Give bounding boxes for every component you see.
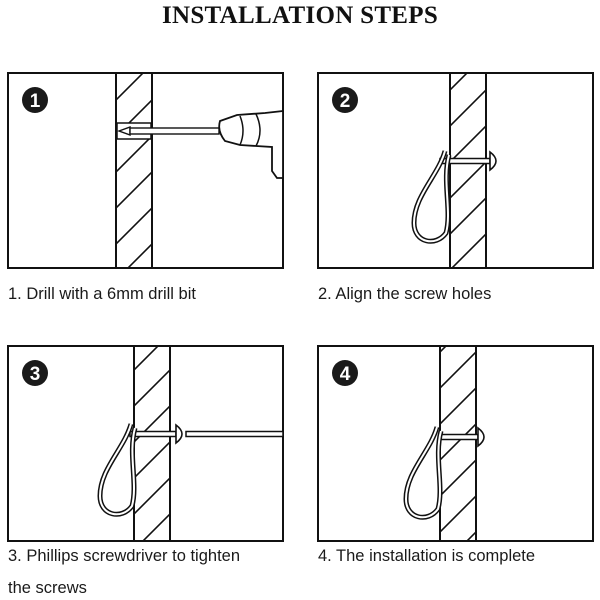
step-number: 1 xyxy=(30,91,41,112)
step-number: 3 xyxy=(30,364,41,385)
step-2-caption: 2. Align the screw holes xyxy=(318,285,492,303)
drill-chuck-lines xyxy=(239,113,261,147)
drill-bit xyxy=(129,127,220,135)
wall-section xyxy=(133,345,171,542)
wall-section xyxy=(115,72,153,269)
screw-head xyxy=(477,426,485,448)
step-number-badge xyxy=(332,360,358,386)
screw-head xyxy=(489,150,497,172)
drill-body xyxy=(218,109,284,179)
screw-head xyxy=(175,423,183,445)
step-number-badge xyxy=(332,87,358,113)
step-3-caption: 3. Phillips screwdriver to tighten xyxy=(8,547,241,565)
screwdriver-shaft xyxy=(185,430,284,438)
step-1-panel: 1 xyxy=(7,72,284,269)
screw-shaft xyxy=(439,433,479,441)
step-number-badge xyxy=(22,87,48,113)
step-number: 4 xyxy=(340,364,351,385)
page-title: INSTALLATION STEPS xyxy=(161,2,439,29)
screw-shaft xyxy=(129,430,177,438)
wall-section xyxy=(439,345,477,542)
step-number: 2 xyxy=(340,91,351,112)
step-4-panel: 4 xyxy=(317,345,594,542)
step-3-panel: 3 xyxy=(7,345,284,542)
step-2-panel: 2 xyxy=(317,72,594,269)
wall-section xyxy=(449,72,487,269)
step-4-caption: 4. The installation is complete xyxy=(318,547,536,565)
step-1-caption: 1. Drill with a 6mm drill bit xyxy=(8,285,196,303)
step-3-caption-line2: the screws xyxy=(8,579,87,597)
step-number-badge xyxy=(22,360,48,386)
